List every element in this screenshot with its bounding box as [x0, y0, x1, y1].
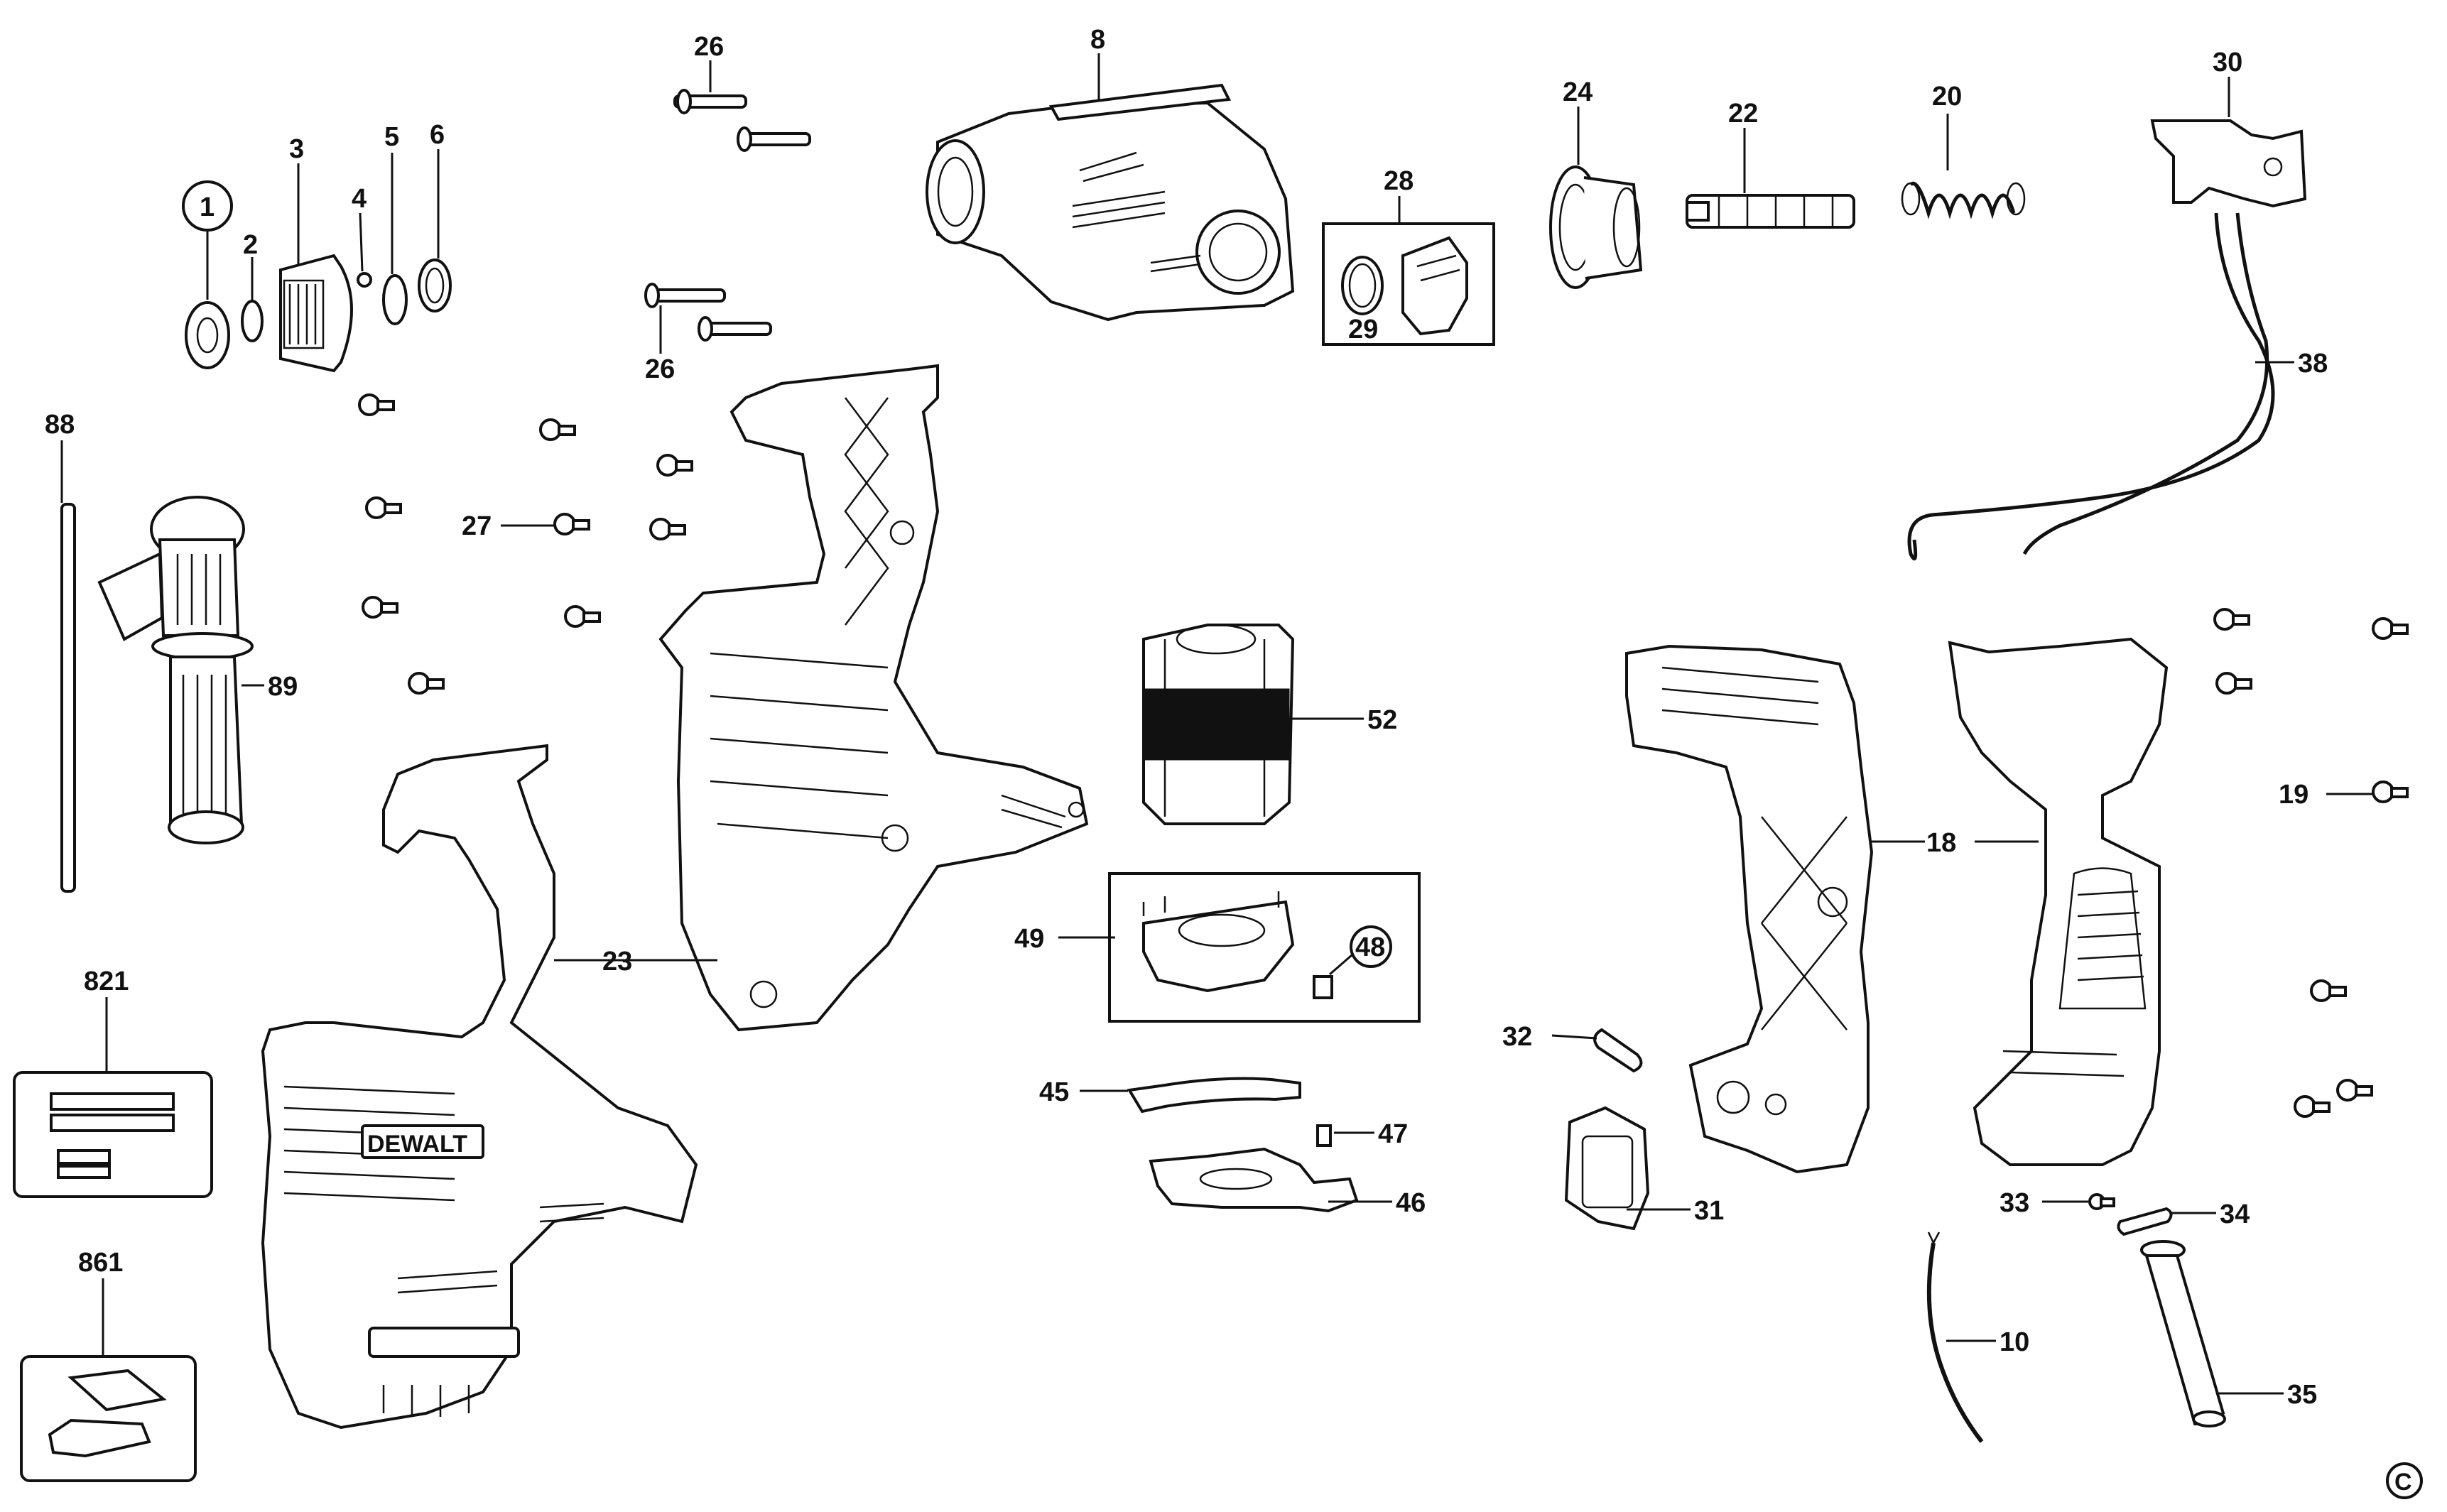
part-32-pin [1551, 1028, 1643, 1073]
label-88: 88 [45, 410, 75, 440]
part-861-case [20, 1278, 197, 1482]
part-24-bearing [1549, 107, 1643, 289]
part-1-nose-cap [182, 180, 233, 369]
label-3: 3 [289, 134, 304, 164]
part-49-box [1058, 872, 1421, 1023]
part-30-switch [2150, 77, 2307, 208]
part-18-handle-half-right [1948, 637, 2169, 1166]
label-38: 38 [2298, 349, 2328, 379]
label-49: 49 [1014, 924, 1044, 954]
part-4-ball [357, 212, 372, 288]
part-31-grip [1564, 1106, 1691, 1231]
label-33: 33 [2000, 1188, 2029, 1218]
label-861: 861 [78, 1248, 123, 1278]
part-6-spring [418, 149, 452, 312]
part-33-screw [2042, 1193, 2115, 1210]
label-89: 89 [268, 672, 298, 702]
brand-logo: DEWALT [367, 1131, 467, 1158]
label-24: 24 [1563, 77, 1593, 107]
label-26-top: 26 [694, 32, 724, 62]
label-18: 18 [1926, 828, 1956, 858]
label-26-bottom: 26 [645, 354, 675, 384]
label-19: 19 [2279, 780, 2308, 810]
label-52: 52 [1367, 705, 1397, 735]
label-23: 23 [602, 947, 632, 977]
part-26-screws [644, 60, 811, 354]
part-52-field [1142, 624, 1364, 825]
part-45-brush-holder [1080, 1077, 1301, 1114]
label-27: 27 [462, 511, 492, 541]
label-29: 29 [1348, 315, 1378, 344]
part-35-cord-guard [2140, 1240, 2284, 1427]
part-2-ring [241, 257, 264, 342]
label-1: 1 [200, 192, 215, 222]
part-3-chuck-sleeve [279, 163, 353, 373]
copyright-mark: C [2386, 1462, 2423, 1499]
label-46: 46 [1396, 1188, 1426, 1218]
label-4: 4 [352, 184, 367, 214]
part-18-handle-half-left [1625, 644, 1874, 1174]
label-22: 22 [1728, 99, 1758, 129]
label-35: 35 [2287, 1380, 2317, 1410]
part-22-spindle [1686, 128, 1855, 229]
label-28: 28 [1384, 166, 1414, 196]
label-ring-48 [1350, 925, 1392, 968]
part-38-wire [1907, 212, 2294, 561]
label-30: 30 [2213, 48, 2242, 77]
label-6: 6 [430, 120, 445, 150]
label-34: 34 [2220, 1200, 2250, 1229]
part-20-spring [1901, 114, 2026, 219]
label-32: 32 [1502, 1022, 1532, 1052]
part-10-cord [1926, 1231, 1996, 1443]
label-47: 47 [1378, 1119, 1408, 1149]
part-8-gear-housing [926, 53, 1295, 322]
label-20: 20 [1932, 82, 1962, 112]
copyright-letter: C [2394, 1469, 2412, 1496]
part-27-screws [358, 393, 693, 695]
label-10: 10 [2000, 1327, 2029, 1357]
label-5: 5 [384, 122, 399, 152]
part-28-box [1322, 196, 1495, 346]
part-821-label [13, 997, 213, 1198]
label-48: 48 [1355, 932, 1385, 962]
part-23-motor-housing: DEWALT [261, 364, 1089, 1430]
part-89-side-handle [97, 496, 264, 844]
label-45: 45 [1039, 1077, 1069, 1107]
part-46-brush-plate [1149, 1147, 1392, 1213]
label-821: 821 [84, 967, 129, 996]
label-31: 31 [1694, 1196, 1724, 1226]
label-2: 2 [243, 230, 258, 260]
part-19-screws [2213, 608, 2409, 1118]
label-8: 8 [1090, 25, 1105, 55]
part-5-washer [382, 153, 408, 325]
part-88-depth-rod [60, 440, 76, 893]
part-47-brush [1316, 1124, 1374, 1147]
part-34-cord-clamp [2117, 1207, 2216, 1236]
